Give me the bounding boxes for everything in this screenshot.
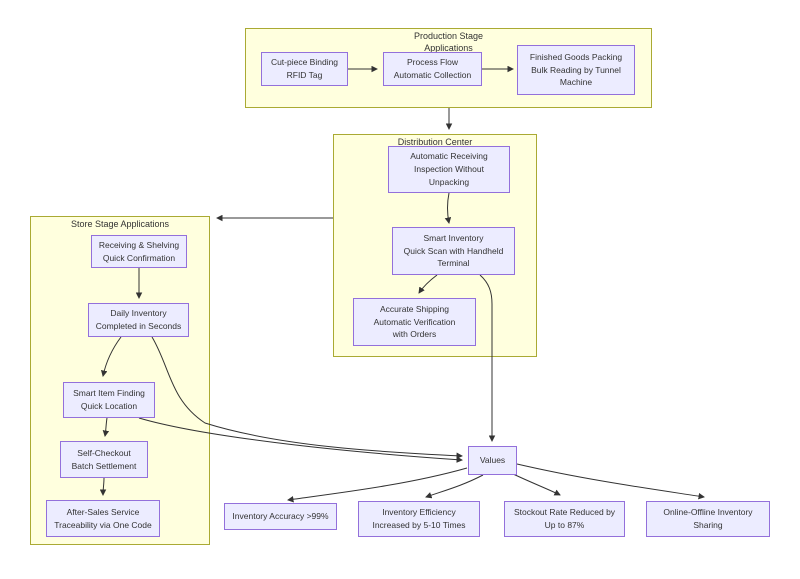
cluster-store-title: Store Stage Applications <box>70 219 170 229</box>
edge-smartinventory-values <box>479 274 496 442</box>
node-after-sales-service: After-Sales Service Traceability via One… <box>46 500 160 537</box>
node-finished-goods-packing: Finished Goods Packing Bulk Reading by T… <box>517 45 635 95</box>
node-smart-inventory: Smart Inventory Quick Scan with Handheld… <box>392 227 515 275</box>
node-daily-inventory: Daily Inventory Completed in Seconds <box>88 303 189 337</box>
edge-smartitem-values <box>138 417 463 463</box>
edge-values-invaccuracy <box>287 467 468 503</box>
edge-smartinventory-accurateshipping <box>418 274 438 294</box>
cluster-store-stage: Store Stage Applications <box>30 216 210 545</box>
edge-values-onlineoffline <box>516 463 705 500</box>
edge-values-invefficiency <box>425 474 484 499</box>
edge-values-stockout <box>510 472 561 496</box>
edge-smartitem-selfcheckout <box>102 417 110 437</box>
edge-dailyinventory-values <box>151 336 463 459</box>
node-process-flow: Process Flow Automatic Collection <box>383 52 482 86</box>
edge-selfcheckout-aftersales <box>99 477 107 496</box>
node-values: Values <box>468 446 517 475</box>
edge-dailyinventory-smartitem <box>100 336 122 377</box>
node-inventory-efficiency: Inventory Efficiency Increased by 5-10 T… <box>358 501 480 537</box>
node-online-offline-inventory: Online-Offline Inventory Sharing <box>646 501 770 537</box>
node-inventory-accuracy: Inventory Accuracy >99% <box>224 503 337 530</box>
node-stockout-rate: Stockout Rate Reduced by Up to 87% <box>504 501 625 537</box>
node-accurate-shipping: Accurate Shipping Automatic Verification… <box>353 298 476 346</box>
node-smart-item-finding: Smart Item Finding Quick Location <box>63 382 155 418</box>
node-receiving-shelving: Receiving & Shelving Quick Confirmation <box>91 235 187 268</box>
node-self-checkout: Self-Checkout Batch Settlement <box>60 441 148 478</box>
node-cut-piece-binding: Cut-piece Binding RFID Tag <box>261 52 348 86</box>
node-automatic-receiving: Automatic Receiving Inspection Without U… <box>388 146 510 193</box>
cluster-distribution-title: Distribution Center <box>397 137 473 147</box>
cluster-production-title: Production Stage Applications <box>413 31 484 53</box>
edge-autoreceiving-smartinventory <box>444 192 452 224</box>
